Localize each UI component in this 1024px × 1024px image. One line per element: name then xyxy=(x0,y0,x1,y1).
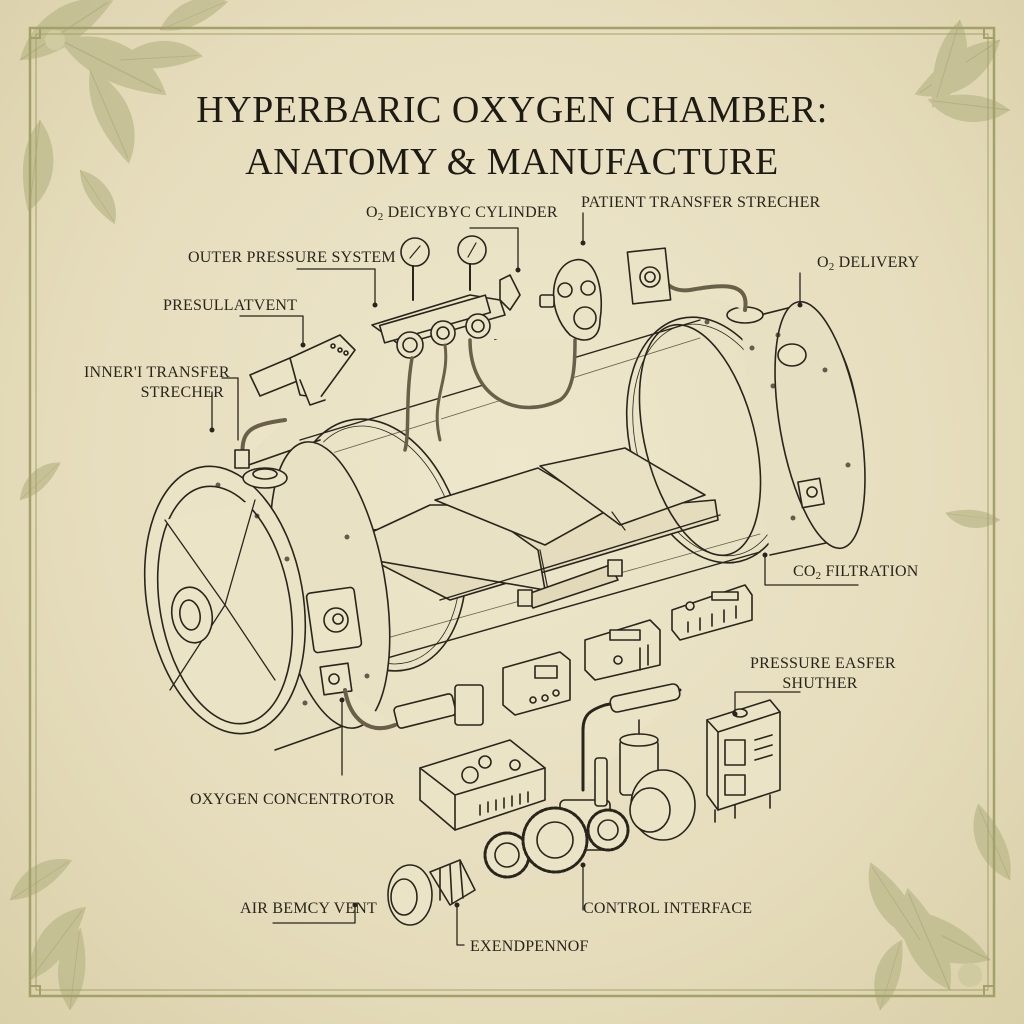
control-module-3 xyxy=(671,584,753,641)
concentrator-box xyxy=(419,739,546,831)
motor xyxy=(387,859,476,926)
label-o2-delivery: O2 DELIVERY xyxy=(817,254,920,273)
diagram-title-line-1: HYPERBARIC OXYGEN CHAMBER: xyxy=(196,89,828,131)
label-outer-pressure-system: OUTER PRESSURE SYSTEM xyxy=(188,249,396,266)
decorative-frame xyxy=(28,26,996,998)
label-pressure-easfer-shuther-line-1: PRESSURE EASFER xyxy=(750,655,896,672)
diagram-title-line-2: ANATOMY & MANUFACTURE xyxy=(245,141,779,183)
stretcher-mattress xyxy=(369,447,721,609)
pressure-unit xyxy=(706,699,781,823)
filter-canister xyxy=(619,719,696,841)
label-air-bemcy-vent: AIR BEMCY VENT xyxy=(240,900,378,917)
oxygen-mask xyxy=(539,258,603,341)
label-pressure-easfer-shuther: PRESSURE EASFER SHUTHER xyxy=(750,654,896,694)
leader-dots xyxy=(209,240,803,908)
label-o2-cylinder: O2 DEICYBYC CYLINDER xyxy=(366,204,558,223)
right-end-cap xyxy=(638,280,866,557)
control-module-1 xyxy=(502,651,571,716)
foliage-decoration xyxy=(1,0,1014,1012)
control-module-2 xyxy=(584,619,661,681)
left-end-cap xyxy=(143,418,391,751)
gauge-manifold xyxy=(371,235,577,452)
label-inner-transfer-stretcher-line-2: STRECHER xyxy=(140,384,224,401)
vent-bracket xyxy=(249,334,356,406)
label-control-interface: CONTROL INTERFACE xyxy=(583,900,753,917)
label-pressure-easfer-shuther-line-2: SHUTHER xyxy=(782,675,858,692)
leader-lines xyxy=(211,212,859,946)
label-inner-transfer-stretcher-line-1: INNER'I TRANSFER xyxy=(84,364,230,381)
label-inner-transfer-stretcher: INNER'I TRANSFER STRECHER xyxy=(84,363,230,403)
label-patient-transfer-stretcher: PATIENT TRANSFER STRECHER xyxy=(581,194,821,211)
gear-train xyxy=(483,806,630,879)
power-adapter xyxy=(343,684,484,731)
wall-valve-plate xyxy=(626,247,672,305)
label-presulat-vent: PRESULLATVENT xyxy=(163,297,298,314)
label-exendpennof: EXENDPENNOF xyxy=(470,938,589,955)
label-oxygen-concentrator: OXYGEN CONCENTROTOR xyxy=(190,791,395,808)
label-co2-filtration: CO2 FILTRATION xyxy=(793,563,919,582)
